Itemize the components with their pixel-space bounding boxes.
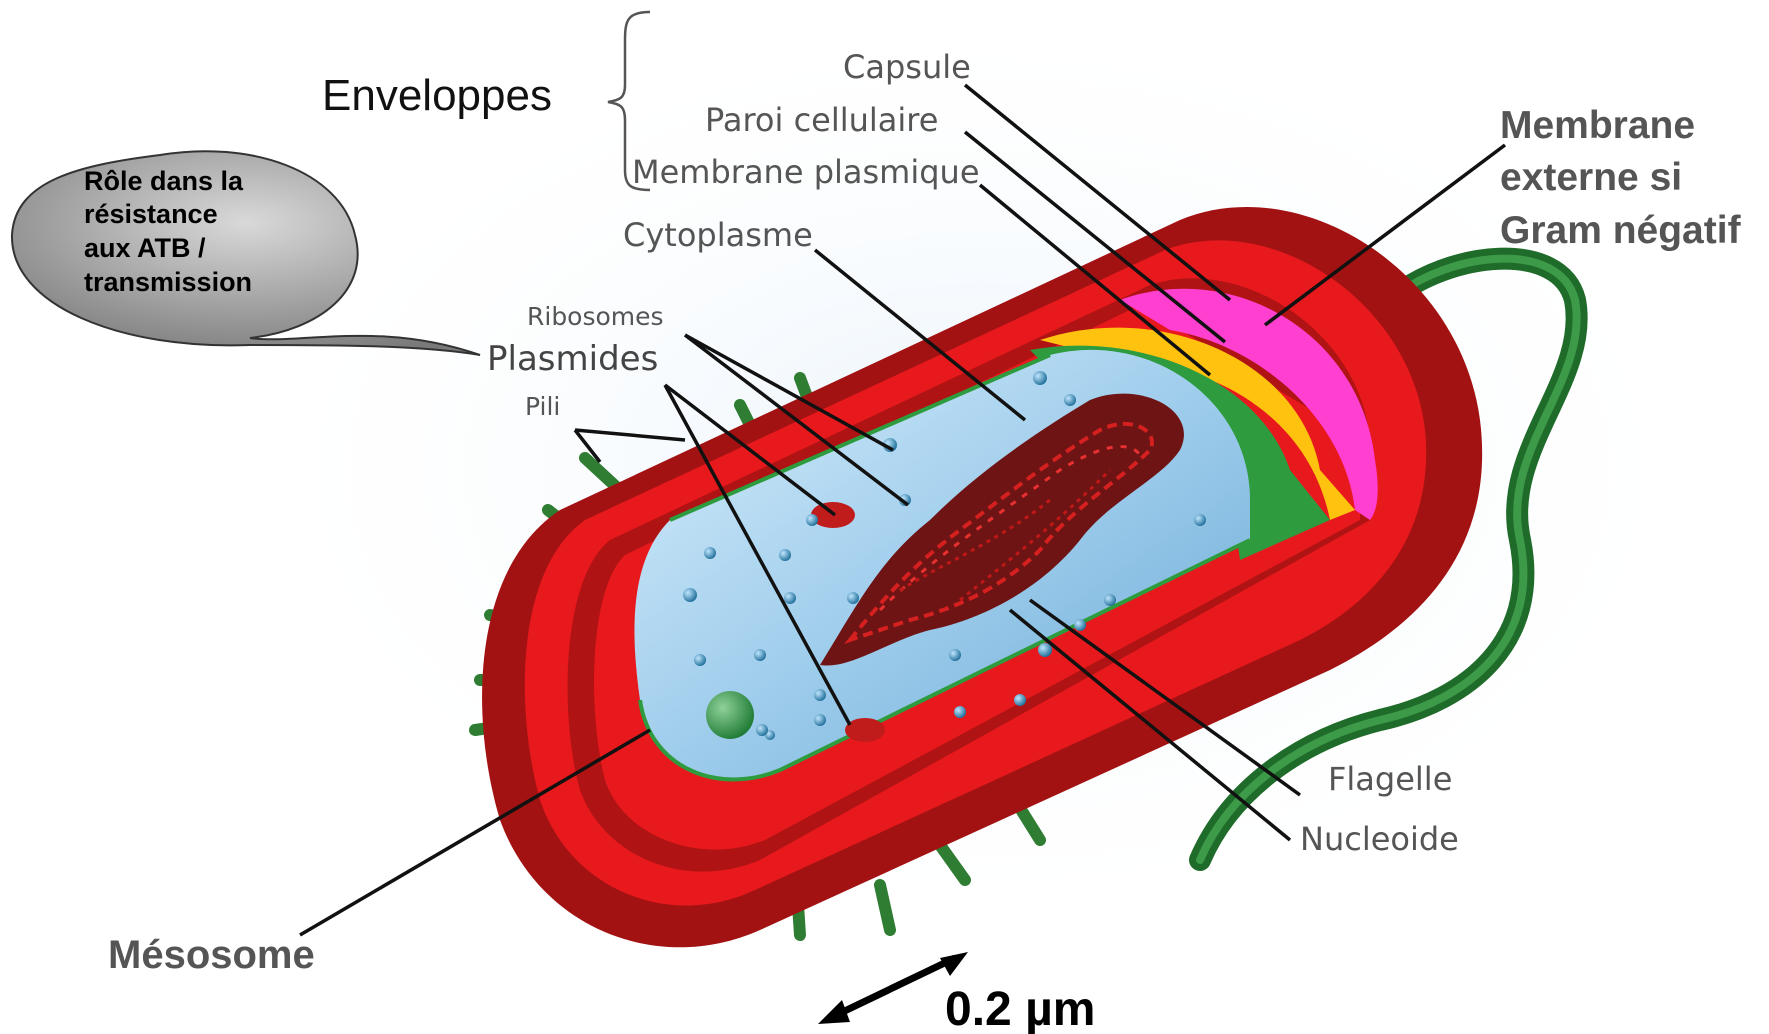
label-membrane-plasmique: Membrane plasmique [632, 153, 980, 191]
label-mesosome: Mésosome [108, 933, 315, 977]
label-capsule: Capsule [843, 48, 971, 86]
label-pili: Pili [525, 392, 560, 421]
label-paroi-cellulaire: Paroi cellulaire [705, 101, 938, 139]
plasmid [845, 718, 885, 742]
label-flagelle: Flagelle [1328, 760, 1452, 798]
label-nucleoide: Nucleoide [1300, 820, 1459, 858]
label-cytoplasme: Cytoplasme [623, 216, 813, 254]
mesosome-body [706, 691, 754, 739]
label-enveloppes: Enveloppes [322, 71, 552, 120]
label-membrane-externe: Membrane externe si Gram négatif [1500, 104, 1742, 252]
label-scale: 0.2 µm [945, 983, 1095, 1034]
label-ribosomes: Ribosomes [527, 302, 664, 331]
label-plasmides: Plasmides [487, 339, 658, 379]
